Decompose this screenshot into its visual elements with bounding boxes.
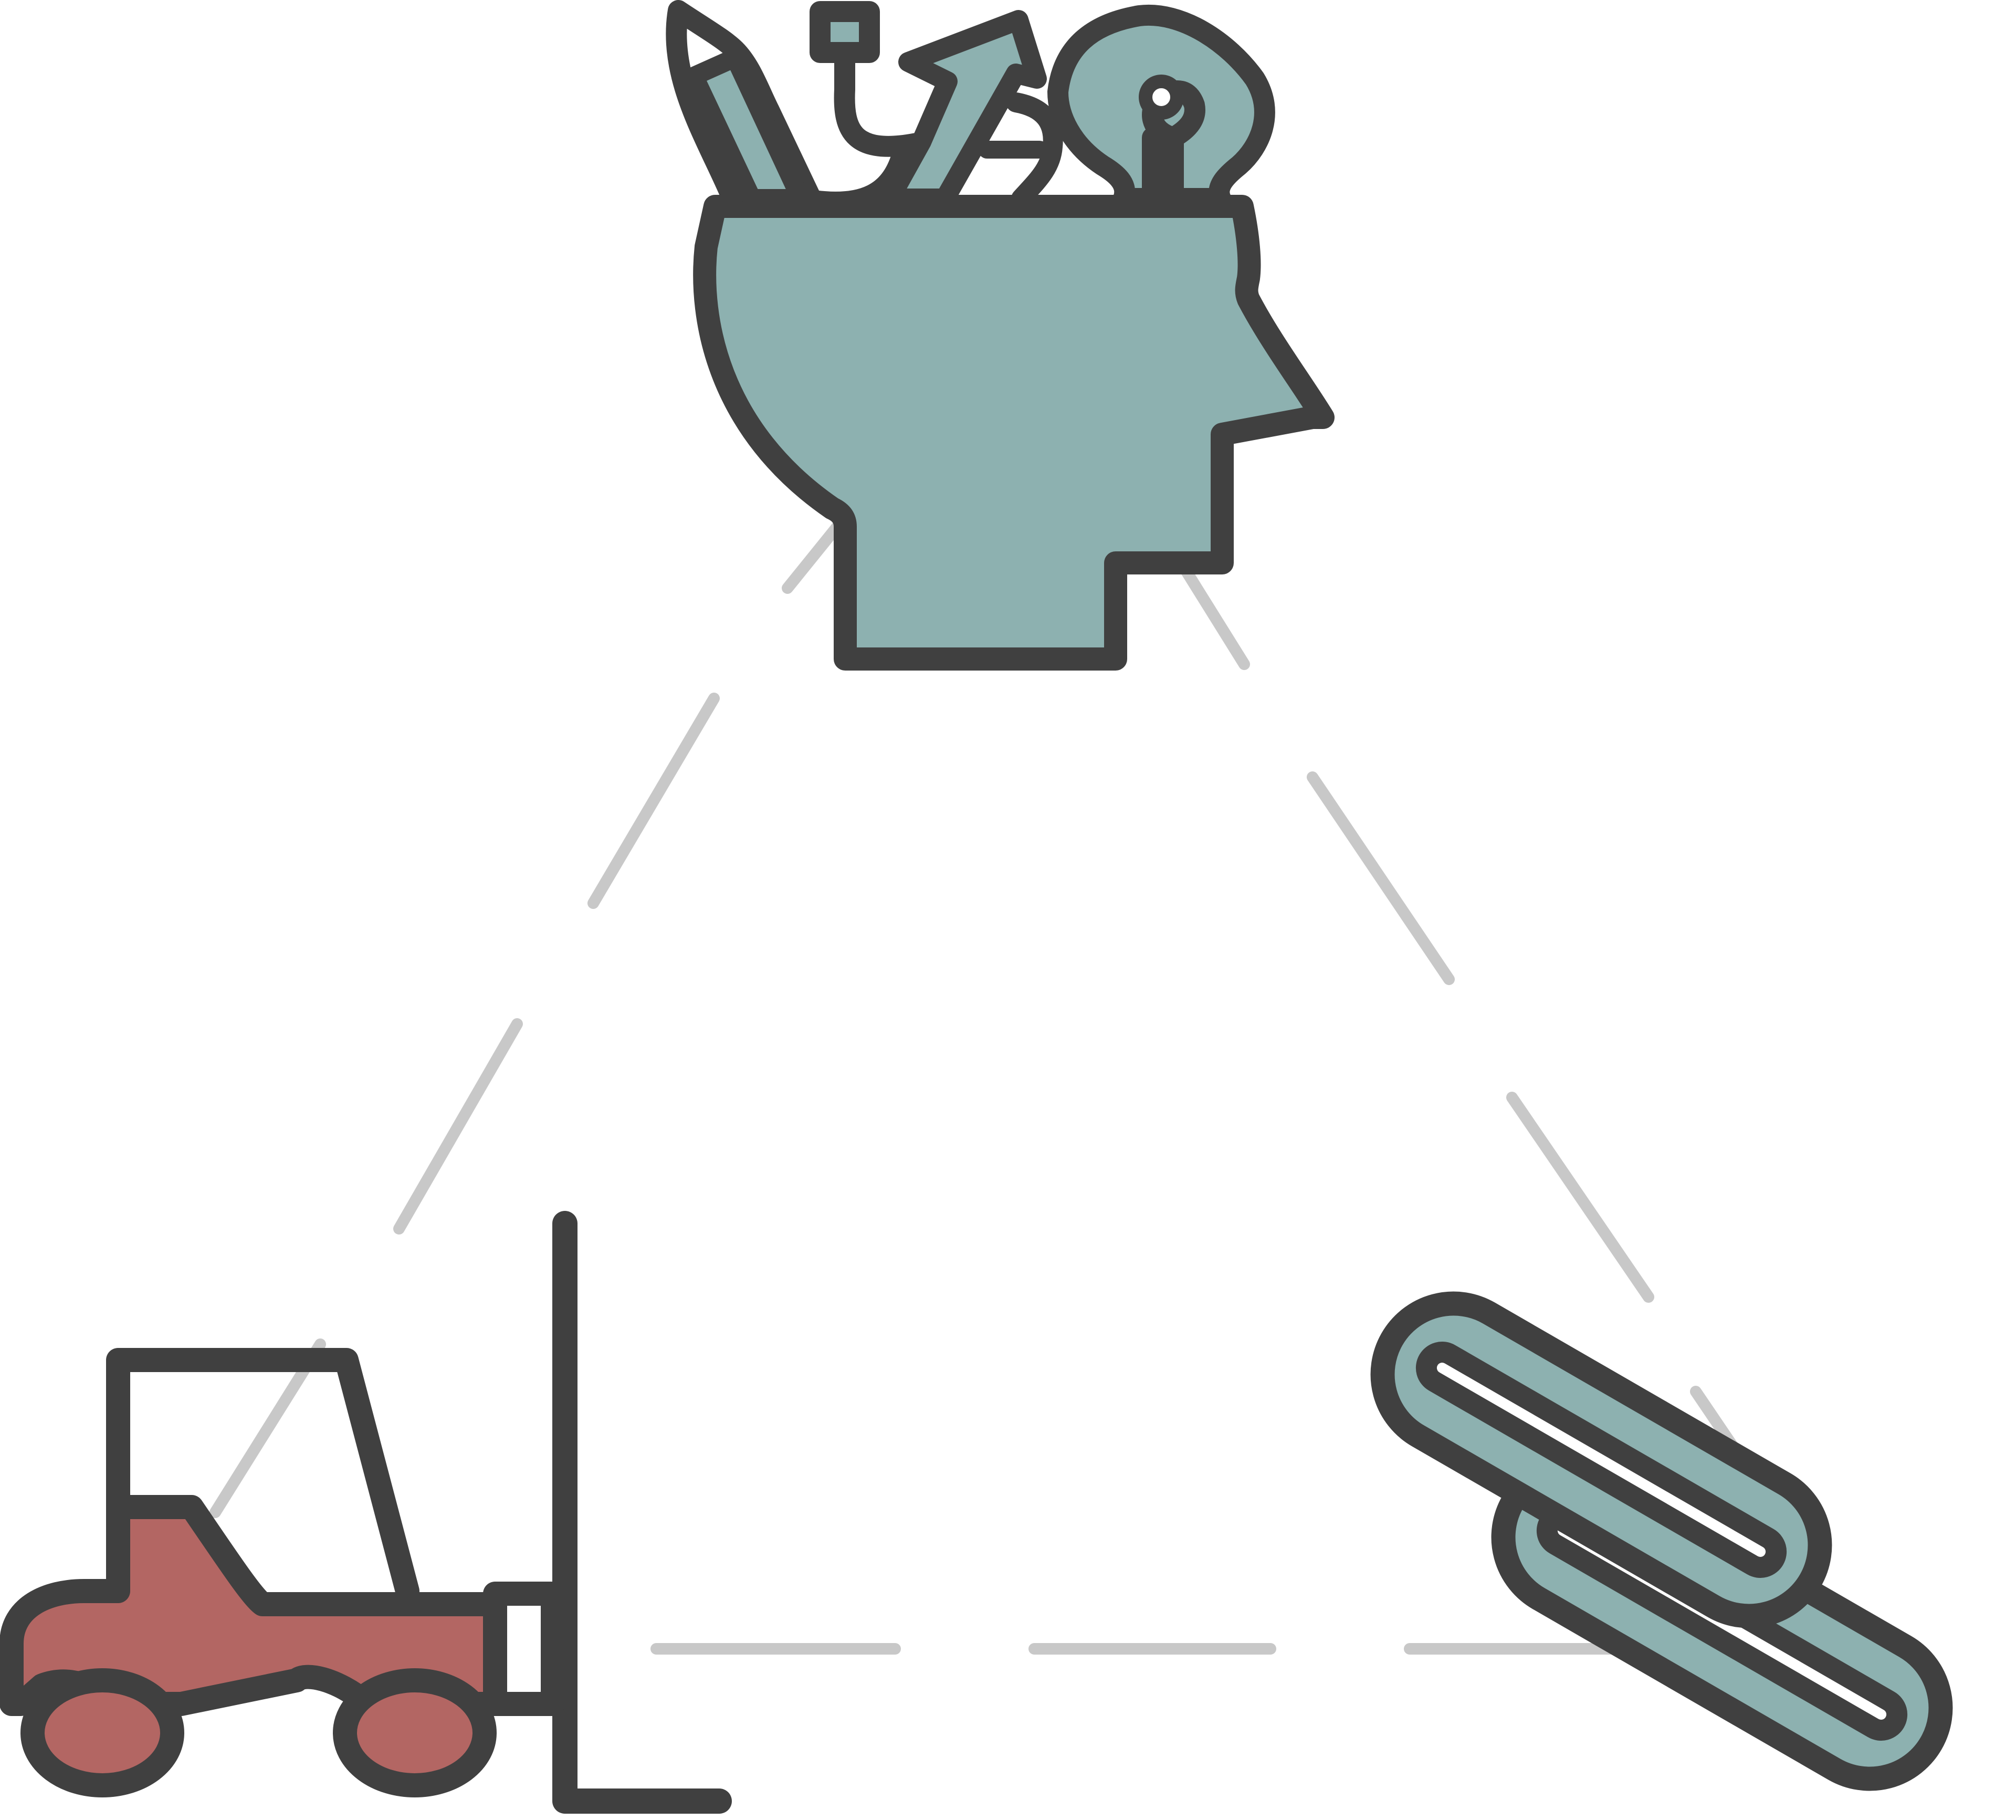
connector-dash [1506, 1092, 1654, 1303]
connector-dash [209, 1338, 326, 1518]
chain-link-icon [1370, 1291, 1953, 1791]
connector-dash [1307, 771, 1455, 985]
forklift-mast [552, 1211, 732, 1814]
forklift-body [0, 1495, 507, 1716]
lightbulb-filament-ring [1139, 75, 1184, 120]
paintbrush-body [685, 48, 810, 208]
forklift-front-wheel [333, 1668, 497, 1797]
connector-dash [393, 1018, 523, 1235]
forklift-cab-frame [106, 1348, 419, 1603]
curl-shape [1006, 92, 1063, 208]
pencil-arrow [880, 10, 1047, 208]
head-silhouette [693, 195, 1335, 671]
chain-link-upper [1370, 1291, 1832, 1628]
forklift-icon [0, 1211, 732, 1814]
head-with-ideas-icon [666, 0, 1335, 671]
forklift-rear-wheel [20, 1668, 184, 1797]
chain-link-upper-hole [1415, 1342, 1787, 1578]
connector-dash [587, 693, 720, 909]
